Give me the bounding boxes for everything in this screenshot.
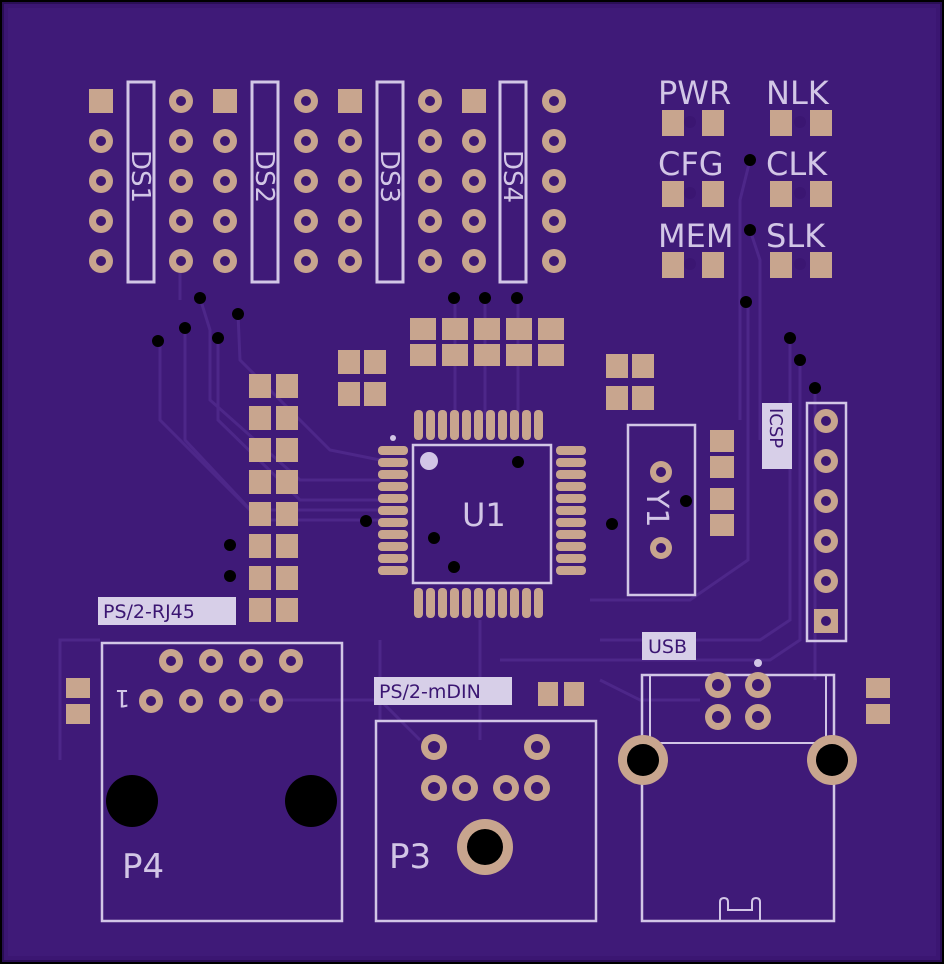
usb-mount-hole-left [627, 744, 659, 776]
u1-pins [378, 410, 586, 618]
icsp-header: ICSP [762, 401, 848, 643]
y1-footprint: Y1 [626, 423, 697, 597]
vias [152, 154, 821, 614]
ps2-mdin-label-bg [374, 677, 512, 705]
y1-label: Y1 [639, 489, 674, 527]
led-nlk-label: NLK [766, 74, 830, 112]
u1-pin1-dot [390, 435, 396, 441]
p4-rj45-jack: 1 P4 [100, 641, 344, 923]
ps2-mdin-label: PS/2-mDIN [379, 681, 481, 703]
p3-label: P3 [389, 837, 431, 877]
u1-pin1-marker [420, 452, 438, 470]
led-pads [662, 110, 832, 278]
p3-center-hole [467, 829, 503, 865]
p4-mount-hole-left [106, 775, 158, 827]
y1-body [626, 423, 697, 597]
usb-label: USB [648, 636, 687, 658]
led-slk-label: SLK [766, 217, 826, 255]
led-pad-vias [684, 116, 806, 270]
usb-silk-mark [719, 896, 761, 920]
icsp-outline [805, 401, 848, 643]
icsp-label: ICSP [765, 408, 786, 448]
display-footprints [126, 80, 528, 284]
led-cfg-label: CFG [658, 145, 724, 183]
display-holes [96, 96, 559, 266]
usb-inner-outline [649, 674, 827, 744]
p4-label: P4 [122, 847, 164, 887]
ds4-label: DS4 [497, 150, 527, 203]
p3-outline [374, 719, 598, 923]
u1-footprint: U1 [390, 435, 553, 585]
ps2-rj45-label: PS/2-RJ45 [103, 601, 195, 623]
led-clk-label: CLK [766, 145, 828, 183]
usb-connector [618, 659, 857, 923]
u1-body [411, 443, 553, 585]
u1-label: U1 [462, 496, 506, 534]
p3-mdin-jack: P3 [374, 719, 598, 923]
smd-passives [66, 318, 890, 724]
ds1-silkscreen [126, 80, 156, 284]
led-labels: PWR NLK CFG CLK MEM SLK [658, 74, 830, 255]
p4-pin1-label: 1 [115, 684, 130, 712]
ds1-label: DS1 [125, 150, 155, 203]
display-pads [89, 89, 486, 113]
led-mem-label: MEM [658, 217, 733, 255]
ds4-silkscreen [498, 80, 528, 284]
usb-mount-hole-right [816, 744, 848, 776]
ds3-silkscreen [375, 80, 405, 284]
ds3-label: DS3 [374, 150, 404, 203]
led-pwr-label: PWR [658, 74, 731, 112]
usb-label-bg [642, 632, 696, 660]
ds2-label: DS2 [249, 150, 279, 203]
ps2-rj45-label-bg [98, 597, 236, 625]
ds2-silkscreen [250, 80, 280, 284]
p4-outline [100, 641, 344, 923]
display-labels: DS1 DS2 DS3 DS4 [125, 150, 527, 203]
p4-mount-hole-right [285, 775, 337, 827]
icsp-label-bg [762, 403, 792, 469]
